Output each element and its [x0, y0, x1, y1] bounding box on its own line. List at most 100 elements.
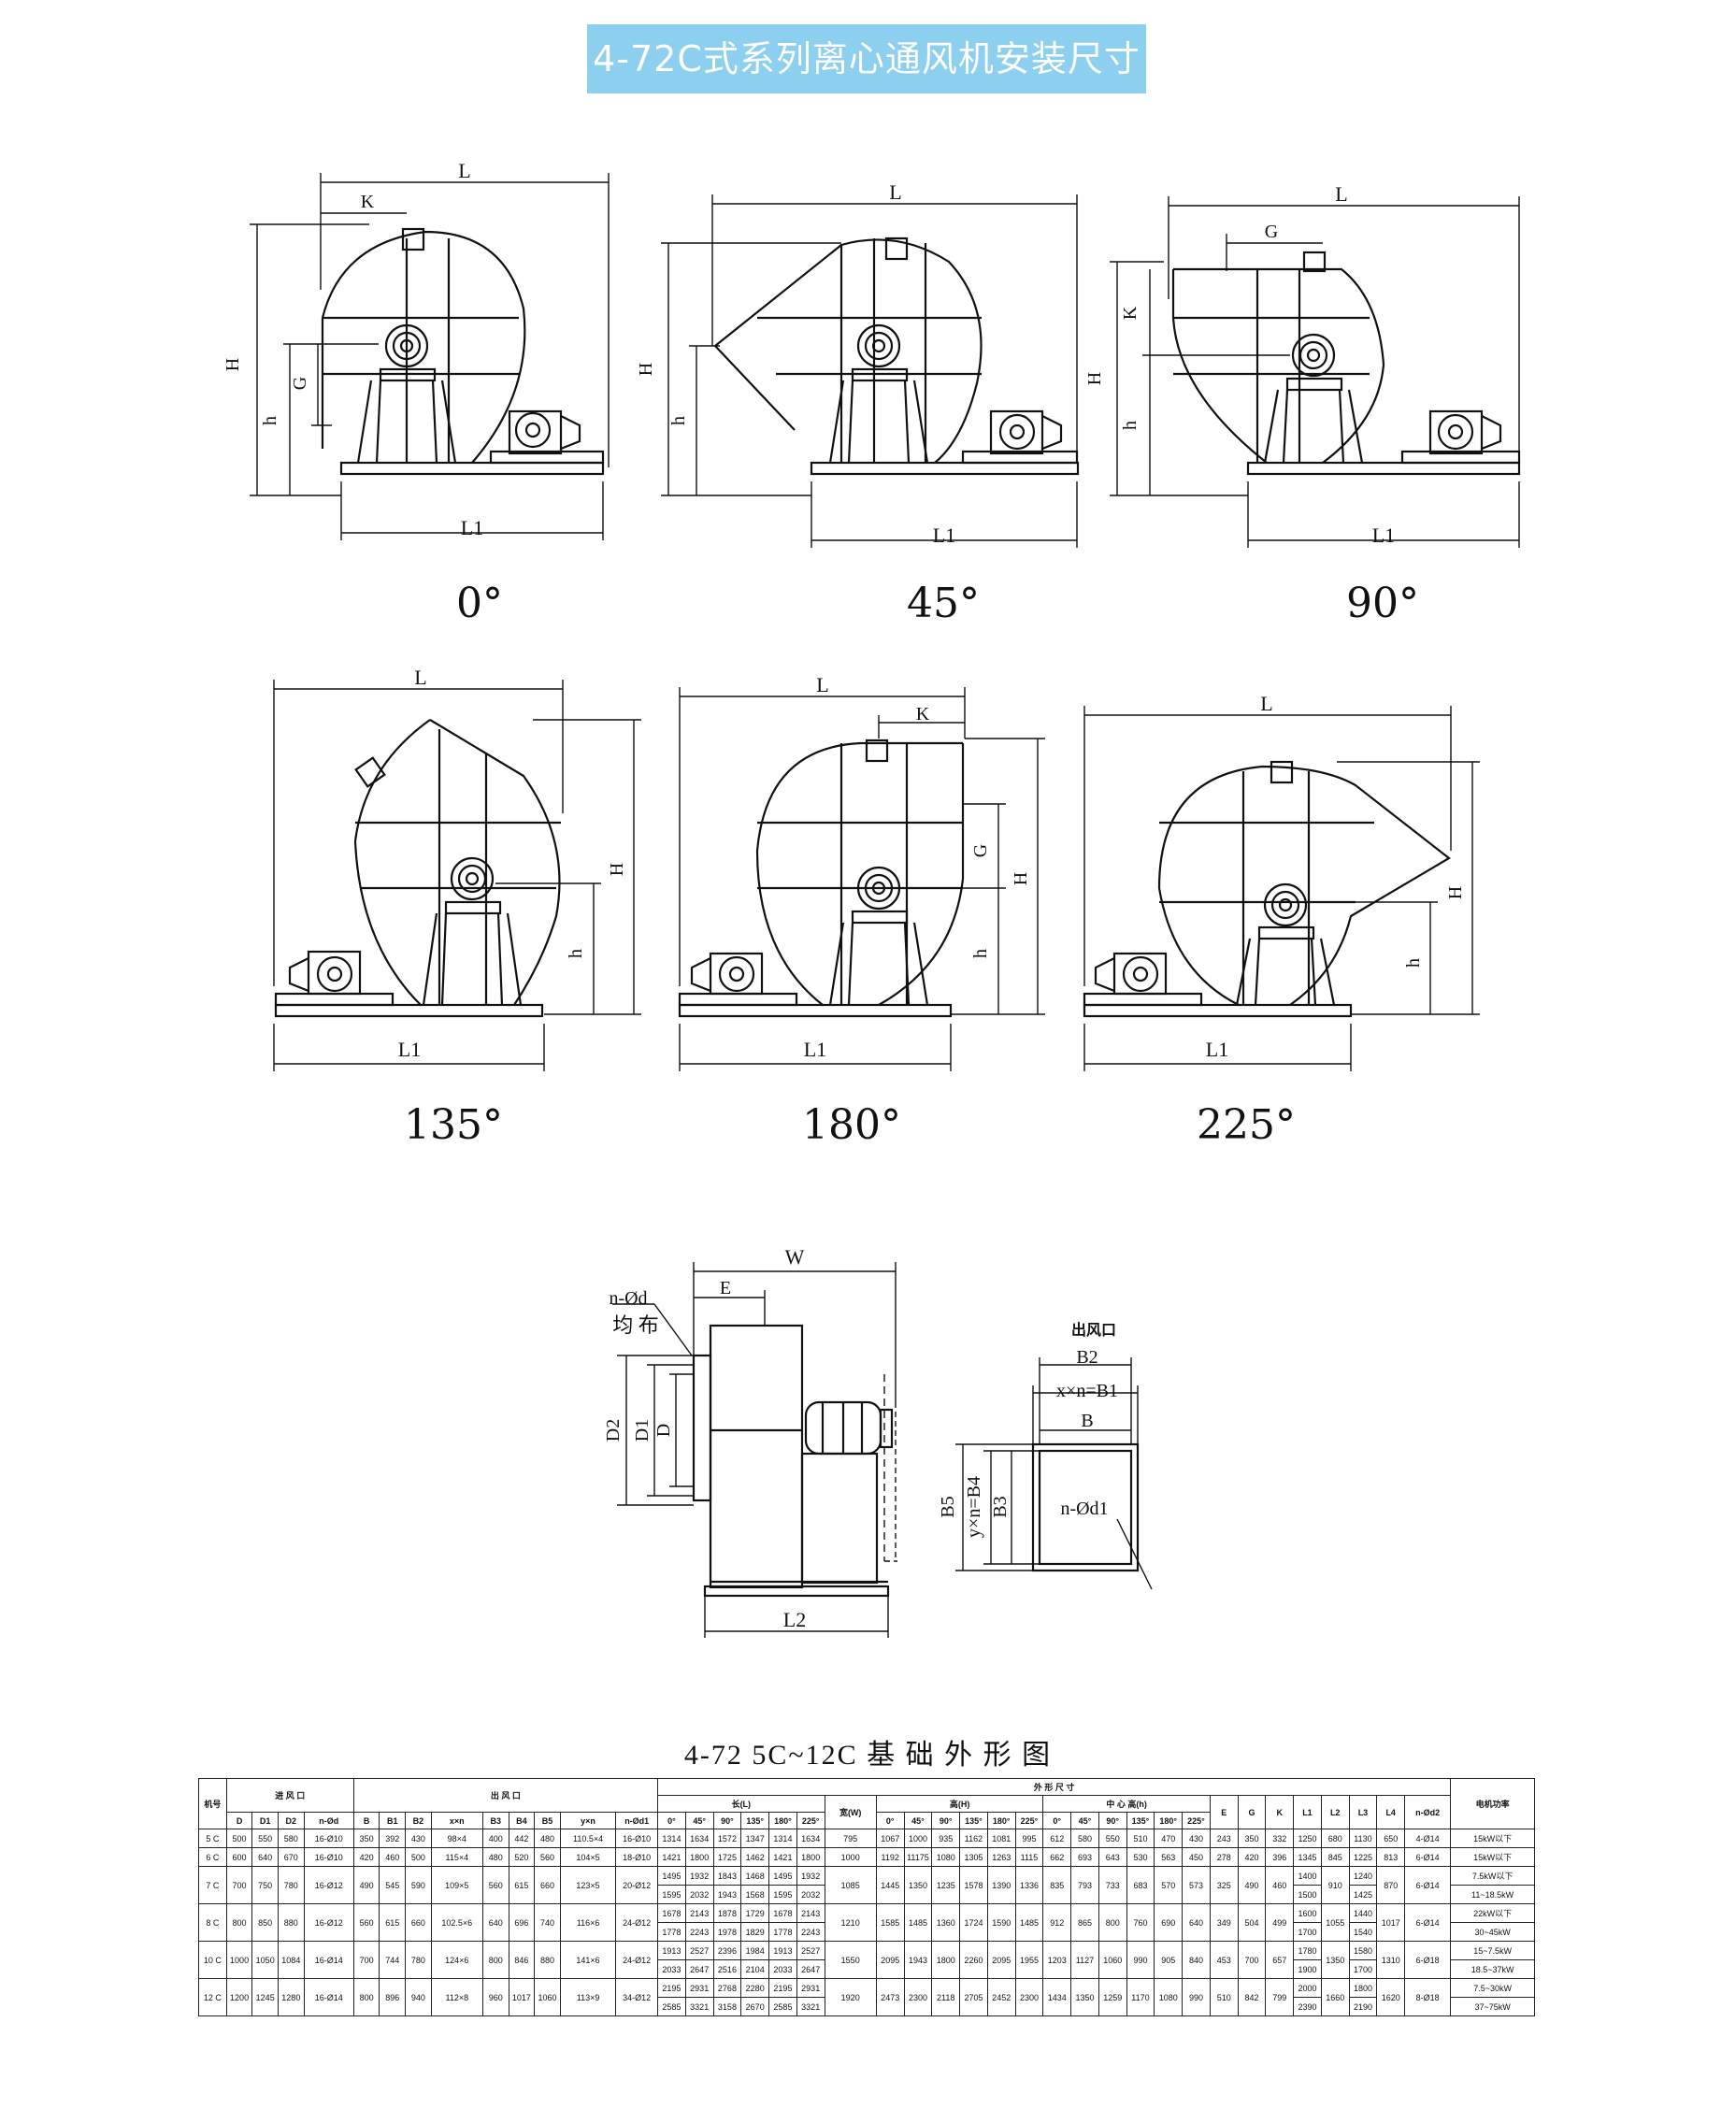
header-outlet-col: x×n [430, 1812, 483, 1829]
outlet-value: 846 [508, 1941, 536, 1979]
tail-value: 1700 [1293, 1922, 1322, 1942]
outlet-value: 896 [379, 1978, 407, 2016]
length-value: 1978 [712, 1922, 742, 1942]
tail-value: 4-Ø14 [1404, 1829, 1452, 1848]
tail-value: 6-Ø18 [1404, 1941, 1452, 1979]
header-tail: L3 [1348, 1795, 1378, 1829]
angle-label-90: 90° [1346, 580, 1419, 627]
outlet-value: 430 [405, 1829, 432, 1848]
outlet-value: 115×4 [430, 1847, 483, 1867]
tail-value: 1250 [1293, 1829, 1322, 1848]
height-value: 2705 [959, 1978, 988, 2016]
length-value: 1495 [768, 1866, 797, 1886]
center-value: 1259 [1098, 1978, 1127, 2016]
height-value: 2300 [1014, 1978, 1044, 2016]
header-center-angle: 45° [1070, 1812, 1099, 1829]
height-value: 1800 [931, 1941, 961, 1979]
tail-value: 680 [1320, 1829, 1350, 1848]
angle-label-135: 135° [404, 1101, 503, 1149]
length-value: 1778 [768, 1922, 797, 1942]
length-value: 2647 [796, 1959, 825, 1979]
outlet-value: 124×6 [430, 1941, 483, 1979]
outlet-value: 800 [352, 1978, 380, 2016]
length-value: 1729 [740, 1903, 770, 1923]
outlet-value: 141×6 [559, 1941, 617, 1979]
outlet-value: 560 [352, 1903, 380, 1942]
header-outline: 外 形 尺 寸 [657, 1778, 1452, 1796]
header-outlet-col: B [352, 1812, 380, 1829]
outlet-value: 400 [481, 1829, 509, 1848]
machine-no: 12 C [198, 1978, 227, 2016]
outlet-value: 16-Ø10 [615, 1829, 659, 1848]
outlet-value: 480 [534, 1829, 561, 1848]
label-L-180: L [816, 673, 828, 696]
tail-value: 460 [1265, 1866, 1295, 1904]
width-value: 1920 [824, 1978, 877, 2016]
header-tail: L2 [1320, 1795, 1350, 1829]
inlet-value: 1084 [278, 1941, 305, 1979]
center-value: 1127 [1070, 1941, 1099, 1979]
outlet-value: 490 [352, 1866, 380, 1904]
length-value: 1595 [657, 1885, 686, 1904]
width-value: 1085 [824, 1866, 877, 1904]
height-value: 1081 [986, 1829, 1016, 1848]
height-value: 1585 [875, 1903, 905, 1942]
length-value: 2527 [684, 1941, 714, 1960]
center-value: 1060 [1098, 1941, 1127, 1979]
page-title-banner: 4-72C式系列离心通风机安装尺寸图标 [587, 24, 1146, 149]
center-value: 612 [1042, 1829, 1072, 1848]
length-value: 1943 [712, 1885, 742, 1904]
label-h-45: h [668, 416, 689, 425]
tail-value: 490 [1237, 1866, 1267, 1904]
header-length-angle: 45° [684, 1812, 714, 1829]
outlet-value: 500 [405, 1847, 432, 1867]
tail-value: 1660 [1320, 1978, 1350, 2016]
label-L1-45: L1 [933, 524, 955, 547]
length-value: 2647 [684, 1959, 714, 1979]
height-value: 2260 [959, 1941, 988, 1979]
tail-value: 1700 [1348, 1959, 1378, 1979]
inlet-value: 1050 [251, 1941, 279, 1979]
header-outlet-col: B1 [379, 1812, 407, 1829]
header-length-angle: 0° [657, 1812, 686, 1829]
height-value: 2095 [986, 1941, 1016, 1979]
height-value: 1350 [903, 1866, 933, 1904]
tail-value: 349 [1209, 1903, 1239, 1942]
header-tail: L4 [1376, 1795, 1406, 1829]
inlet-value: 800 [225, 1903, 253, 1942]
inlet-value: 880 [278, 1903, 305, 1942]
length-value: 2104 [740, 1959, 770, 1979]
center-value: 1350 [1070, 1978, 1099, 2016]
center-value: 550 [1098, 1829, 1127, 1848]
label-L1-0: L1 [461, 516, 483, 539]
angle-label-45: 45° [907, 580, 980, 627]
outlet-value: 420 [352, 1847, 380, 1867]
tail-value: 799 [1265, 1978, 1295, 2016]
label-L1-90: L1 [1372, 524, 1395, 547]
length-value: 1932 [684, 1866, 714, 1886]
tail-value: 1620 [1376, 1978, 1406, 2016]
machine-no: 7 C [198, 1866, 227, 1904]
length-value: 1725 [712, 1847, 742, 1867]
label-h-135: h [566, 949, 586, 958]
motor-value: 7.5kW以下 [1450, 1866, 1535, 1886]
angle-label-0: 0° [456, 580, 503, 627]
outlet-value: 615 [508, 1866, 536, 1904]
machine-no: 8 C [198, 1903, 227, 1942]
outlet-value: 520 [508, 1847, 536, 1867]
tail-value: 325 [1209, 1866, 1239, 1904]
center-value: 1170 [1126, 1978, 1155, 2016]
height-value: 995 [1014, 1829, 1044, 1848]
inlet-value: 700 [225, 1866, 253, 1904]
length-value: 1678 [657, 1903, 686, 1923]
outlet-value: 660 [405, 1903, 432, 1942]
label-H-0: H [222, 358, 243, 371]
header-width: 宽(W) [824, 1795, 877, 1829]
inlet-value: 1200 [225, 1978, 253, 2016]
width-value: 795 [824, 1829, 877, 1848]
label-B3: B3 [990, 1496, 1011, 1517]
